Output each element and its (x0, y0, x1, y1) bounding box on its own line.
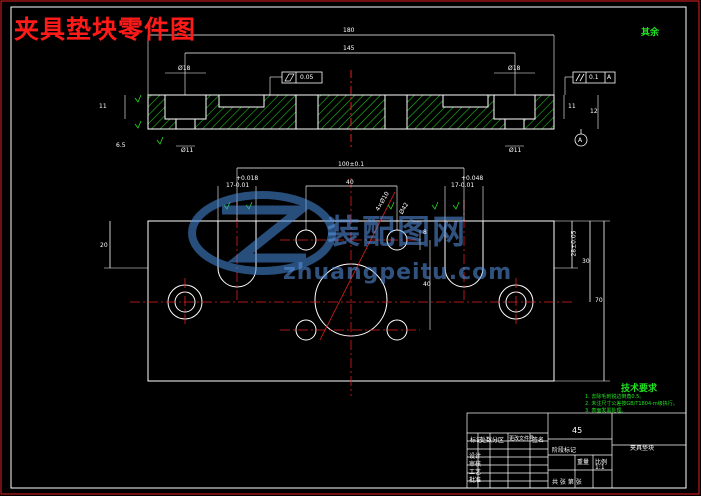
part-name: 夹具垫块 (630, 445, 655, 452)
dim-hole-offset: 8 (423, 229, 427, 236)
watermark-logo (188, 191, 336, 275)
parallelism-callout (572, 71, 616, 84)
dim-bore-top-left: Ø18 (178, 65, 191, 72)
row-label-change: 更改文件号 (509, 436, 535, 442)
dim-height-left: 11 (99, 103, 107, 110)
parallelism-value: 0.1 (589, 74, 599, 81)
dim-vertical-mid: 40 (423, 281, 431, 288)
dim-slot-right-tol: +0.048 (461, 175, 484, 182)
dim-bore-top-right: Ø18 (508, 65, 521, 72)
watermark-text: 装配图网 (327, 212, 467, 251)
row-label-mark: 标记 (470, 437, 483, 444)
tech-requirement-2: 2. 未注尺寸公差按GB/T1804-m级执行。 (585, 401, 678, 407)
watermark-url: zhuangpeitu.com (283, 260, 513, 285)
weight-label: 重量 (577, 459, 590, 466)
dim-counterbore-depth: 6.5 (116, 142, 126, 149)
material: 45 (572, 426, 583, 435)
dim-total-height: 70 (595, 297, 603, 304)
dim-bore-bottom-right: Ø11 (509, 147, 522, 154)
role-review: 审核 (469, 461, 482, 468)
dim-slot-left: 17-0.01 (226, 182, 250, 189)
dim-height-total: 12 (590, 108, 598, 115)
tech-requirements-title: 技术要求 (621, 384, 658, 394)
datum-letter: A (578, 137, 583, 144)
title-block (466, 412, 687, 489)
dim-overall: 180 (343, 27, 355, 34)
dim-center: 40 (346, 179, 354, 186)
row-label-count: 处数 (480, 437, 493, 444)
tech-requirement-1: 1. 去除毛刺锐边倒角0.5。 (585, 394, 645, 400)
row-label-sign: 签名 (532, 437, 545, 444)
parallelism-datum: A (607, 74, 612, 81)
scale-label: 比例 (595, 459, 608, 466)
sheet-label: 共 张 第 张 (552, 479, 582, 486)
section-view (124, 34, 616, 150)
dim-left-height: 20 (100, 242, 108, 249)
stage-label: 阶段标记 (552, 447, 577, 454)
flatness-value: 0.05 (300, 74, 314, 81)
counterbore-right (493, 94, 536, 120)
role-process: 工艺 (469, 469, 482, 476)
row-label-zone: 分区 (492, 437, 505, 444)
role-approve: 批准 (469, 477, 482, 484)
inner-frame (10, 6, 687, 489)
drawing-title: 夹具垫块零件图 (14, 15, 197, 44)
dim-slot-left-tol: +0.018 (236, 175, 259, 182)
flatness-callout (281, 71, 323, 84)
dim-inner: 145 (343, 45, 355, 52)
dim-bore-bottom-left: Ø11 (181, 147, 194, 154)
counterbore-left (164, 94, 207, 120)
dim-slot-right: 17-0.01 (451, 182, 475, 189)
dim-slot-spacing: 100±0.1 (338, 161, 365, 168)
dim-height-right: 11 (568, 103, 576, 110)
dim-slot-depth: 28±0.05 (570, 230, 578, 257)
role-design: 设计 (469, 453, 482, 460)
dim-right-height: 30 (582, 258, 590, 265)
scale-value: 1:1 (595, 464, 605, 471)
tech-requirement-3: 3. 表面发黑处理。 (585, 408, 627, 414)
roughness-note: 其余 (641, 28, 660, 38)
